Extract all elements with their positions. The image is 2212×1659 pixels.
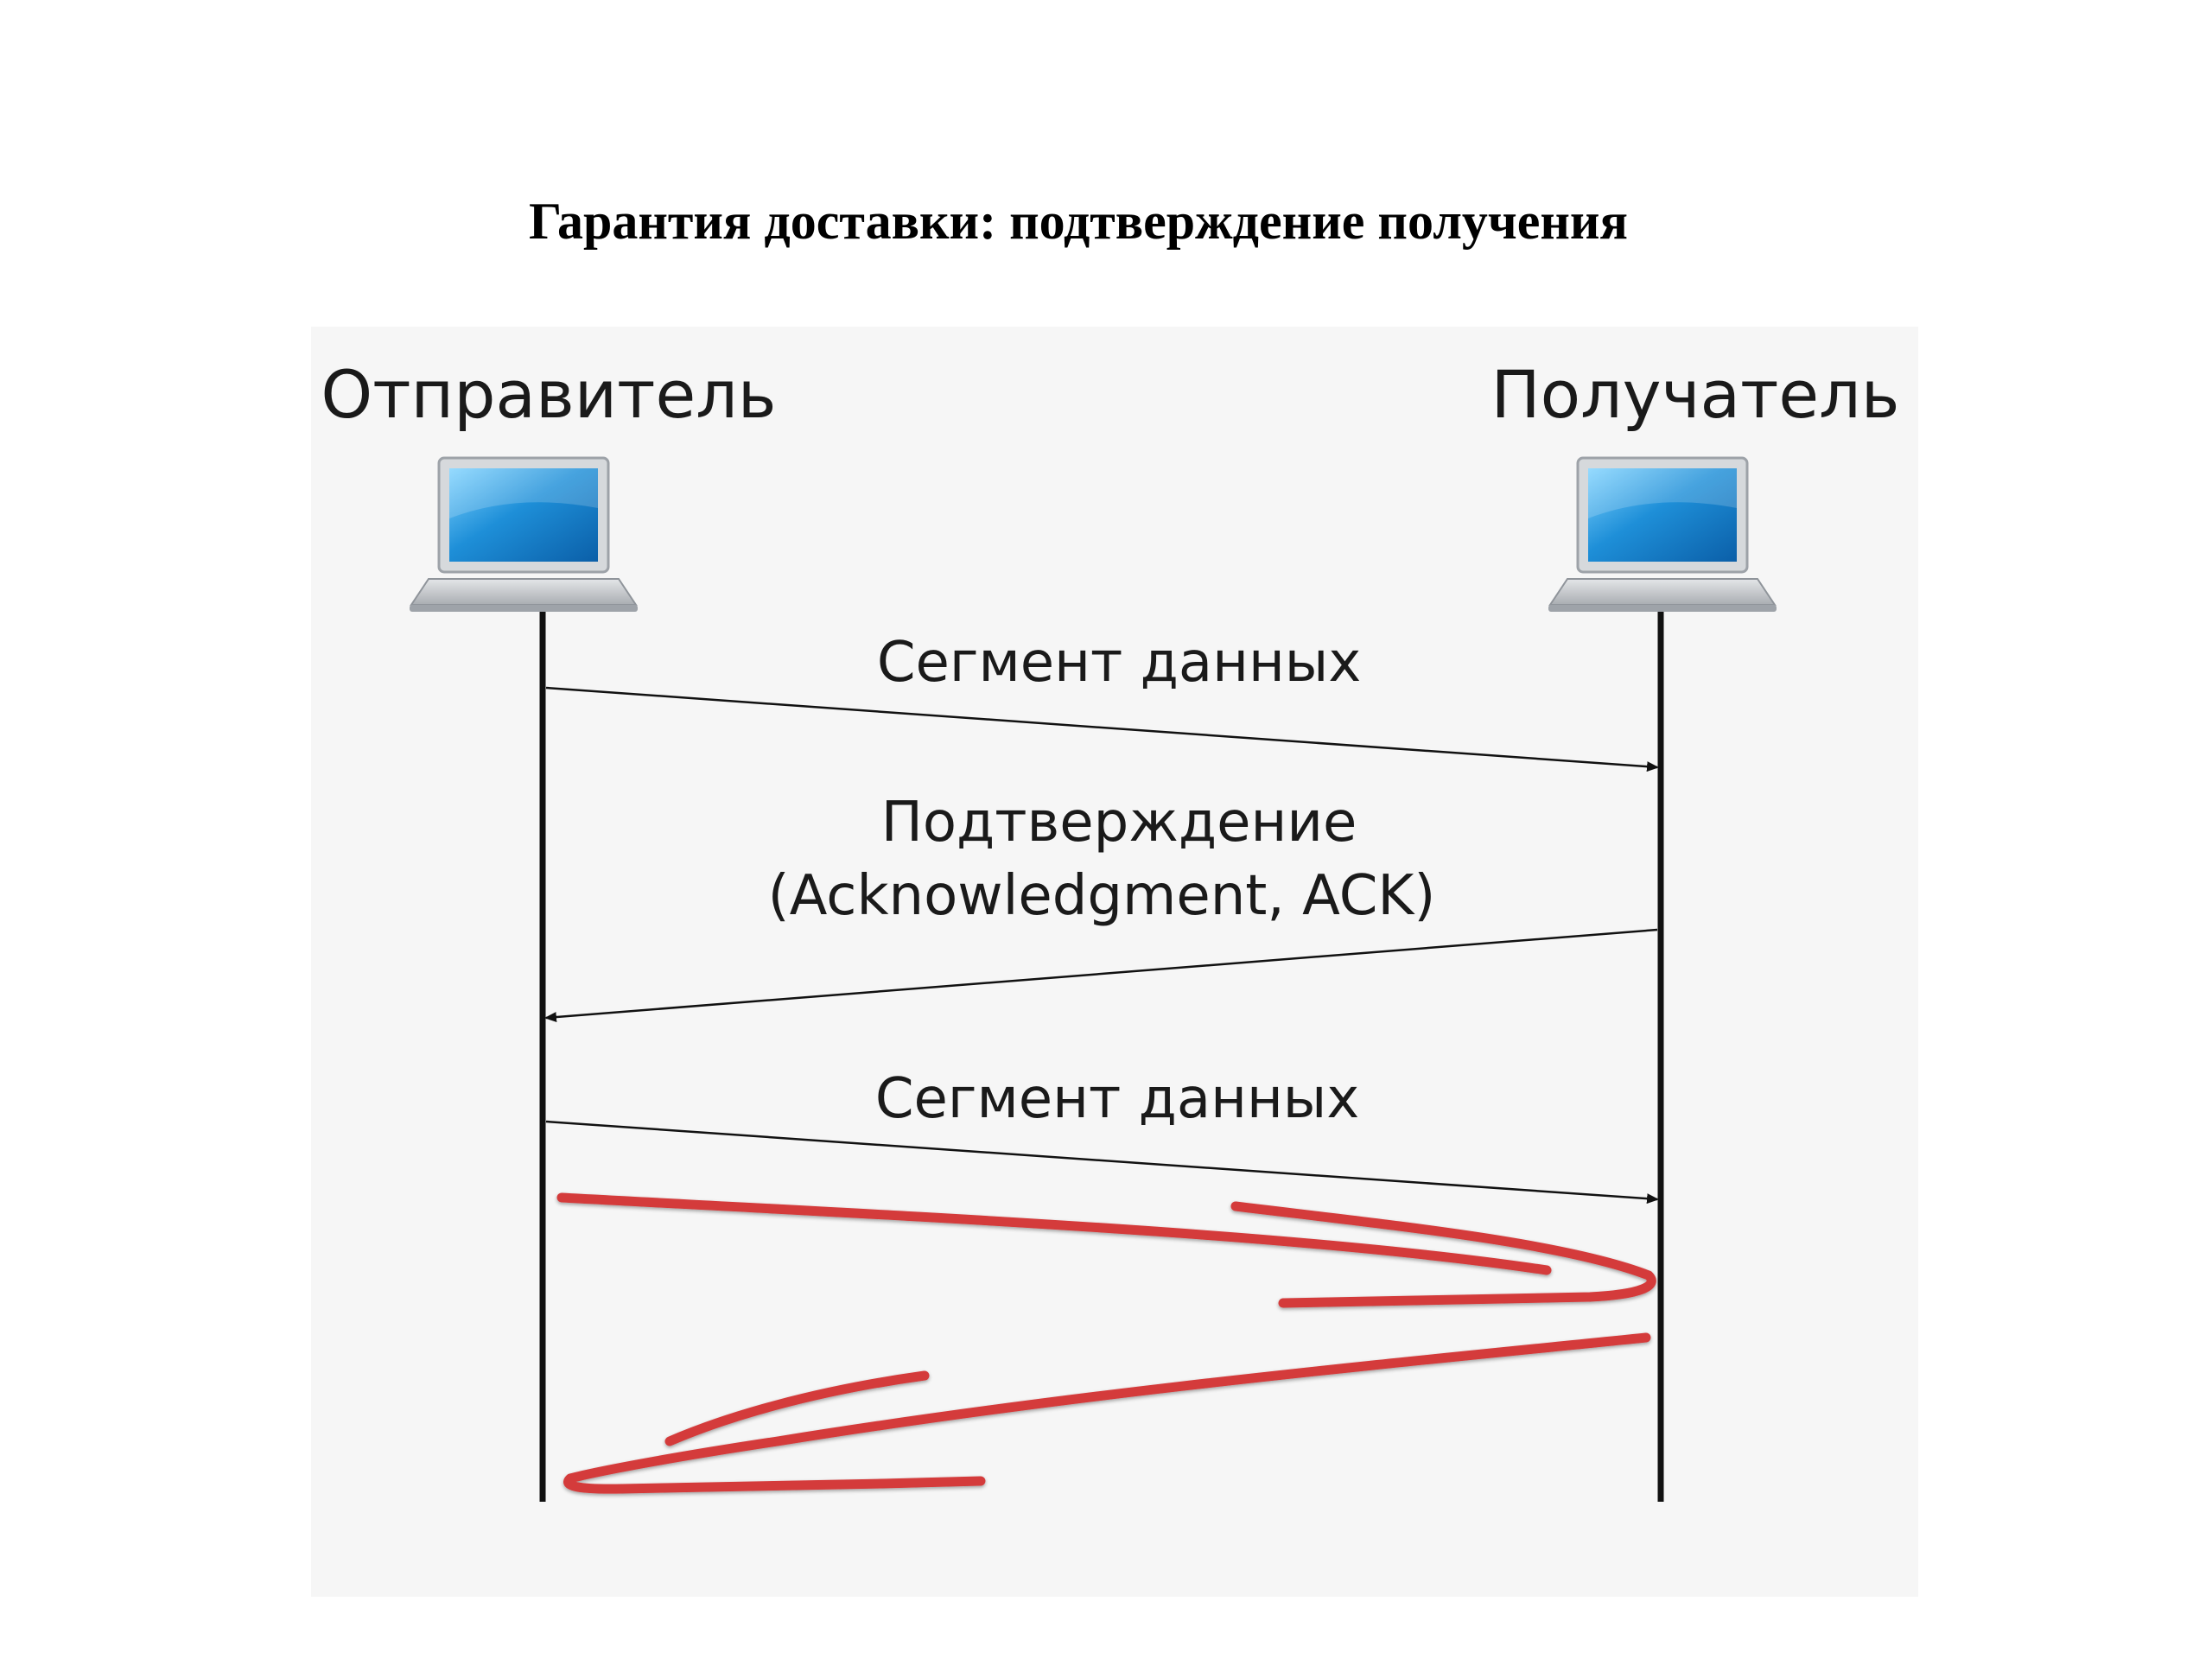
message-label-ack-line2: (Acknowledgment, ACK) [768,864,1436,928]
slide-title: Гарантия доставки: подтверждение получен… [529,193,1628,250]
receiver-label: Получатель [1491,356,1899,433]
sender-label: Отправитель [321,356,776,433]
sequence-diagram: Отправитель Получатель С [321,356,1900,1502]
arrow-data-segment-2 [545,1120,1659,1205]
red-scribble-arrows-icon [556,1192,1656,1494]
diagram-panel: Отправитель Получатель С [311,327,1918,1597]
message-label-data-segment-1: Сегмент данных [877,631,1361,695]
laptop-icon [1548,456,1777,612]
laptop-icon [410,456,638,612]
message-label-ack-line1: Подтверждение [881,791,1357,855]
message-label-data-segment-2: Сегмент данных [875,1067,1359,1131]
arrow-ack [544,928,1658,1023]
arrow-data-segment-1 [545,686,1659,772]
